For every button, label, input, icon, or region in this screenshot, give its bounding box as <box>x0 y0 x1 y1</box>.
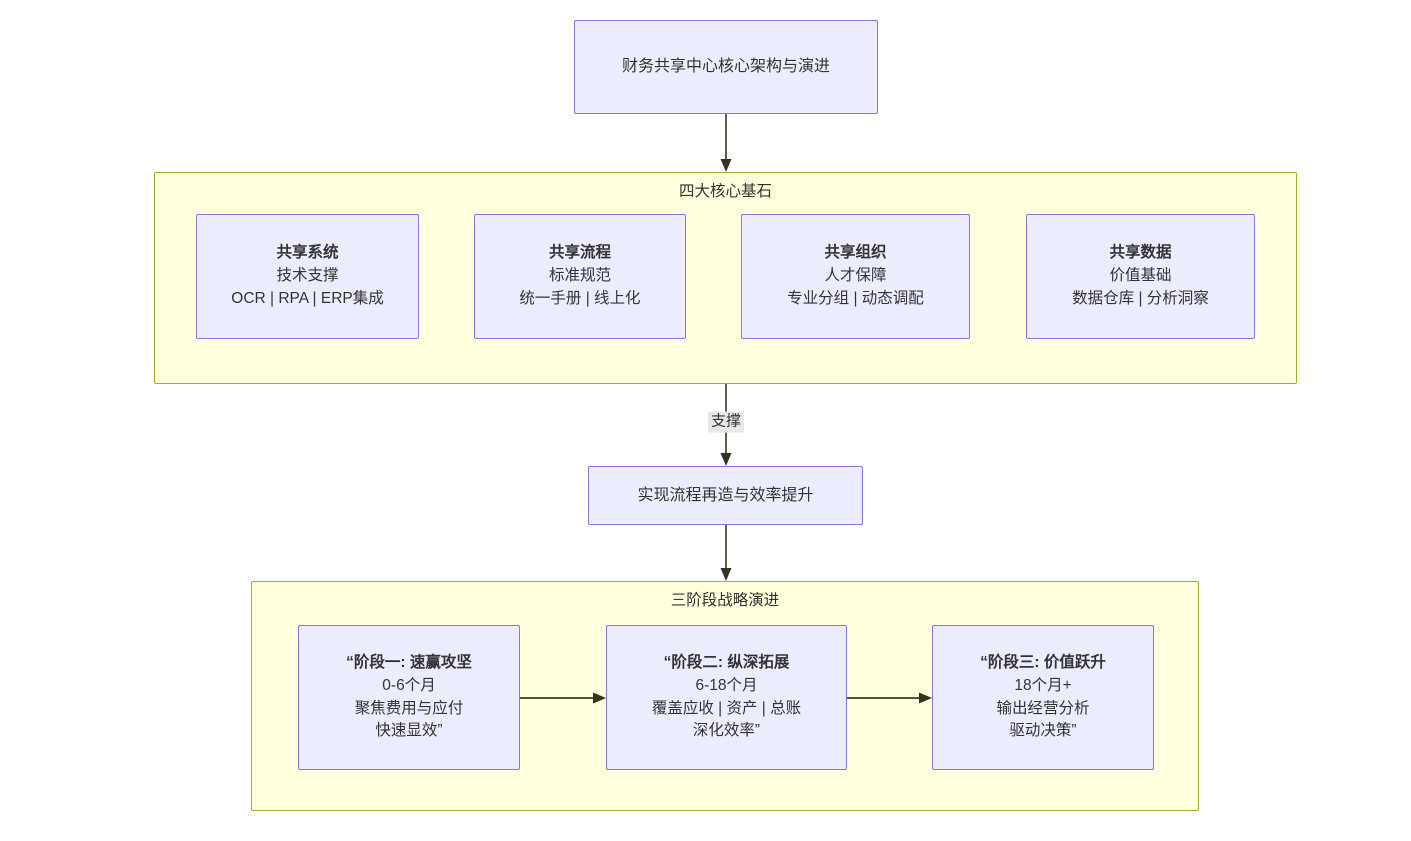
node-shared-organization-line3: 专业分组 | 动态调配 <box>787 289 924 307</box>
edge-middle-to-phases <box>720 525 732 581</box>
node-phase-two-line3: 覆盖应收 | 资产 | 总账 <box>651 699 802 717</box>
node-shared-process-line2: 标准规范 <box>548 267 611 285</box>
node-shared-data-line2: 价值基础 <box>1109 267 1172 285</box>
cluster-label-three-phase-evolution: 三阶段战略演进 <box>670 592 780 609</box>
node-diagram-title[interactable]: 财务共享中心核心架构与演进 <box>574 20 878 114</box>
node-shared-system[interactable]: 共享系统 技术支撑 OCR | RPA | ERP集成 <box>196 214 419 339</box>
node-phase-one-title: “阶段一: 速赢攻坚 <box>346 653 472 671</box>
node-phase-one-line3: 聚焦费用与应付 <box>354 699 464 717</box>
node-phase-three-line4: 驱动决策” <box>1009 722 1077 740</box>
node-phase-one-line2: 0-6个月 <box>382 676 436 694</box>
node-shared-data[interactable]: 共享数据 价值基础 数据仓库 | 分析洞察 <box>1026 214 1255 339</box>
node-shared-process[interactable]: 共享流程 标准规范 统一手册 | 线上化 <box>474 214 686 339</box>
node-shared-system-title: 共享系统 <box>276 244 339 262</box>
cluster-label-four-cornerstones: 四大核心基石 <box>678 183 772 200</box>
node-shared-process-title: 共享流程 <box>548 244 611 262</box>
node-process-reengineering-label: 实现流程再造与效率提升 <box>637 486 814 504</box>
edge-title-to-cornerstones <box>720 114 732 172</box>
node-phase-three-line2: 18个月+ <box>1014 676 1072 694</box>
node-phase-two[interactable]: “阶段二: 纵深拓展 6-18个月 覆盖应收 | 资产 | 总账 深化效率” <box>606 625 847 770</box>
node-shared-data-title: 共享数据 <box>1109 244 1172 262</box>
node-phase-one[interactable]: “阶段一: 速赢攻坚 0-6个月 聚焦费用与应付 快速显效” <box>298 625 520 770</box>
node-shared-system-line3: OCR | RPA | ERP集成 <box>231 289 384 307</box>
node-shared-organization-line2: 人才保障 <box>824 267 887 285</box>
node-shared-data-line3: 数据仓库 | 分析洞察 <box>1072 289 1209 307</box>
node-phase-three-line3: 输出经营分析 <box>996 699 1090 717</box>
node-phase-two-line4: 深化效率” <box>692 722 761 740</box>
node-phase-three-title: “阶段三: 价值跃升 <box>980 653 1106 671</box>
node-phase-two-line2: 6-18个月 <box>695 676 758 694</box>
edge-label-support: 支撑 <box>707 411 745 433</box>
node-shared-organization-title: 共享组织 <box>824 244 887 262</box>
node-phase-three[interactable]: “阶段三: 价值跃升 18个月+ 输出经营分析 驱动决策” <box>932 625 1154 770</box>
node-shared-system-line2: 技术支撑 <box>276 267 339 285</box>
node-shared-organization[interactable]: 共享组织 人才保障 专业分组 | 动态调配 <box>741 214 970 339</box>
node-shared-process-line3: 统一手册 | 线上化 <box>519 289 641 307</box>
node-phase-one-line4: 快速显效” <box>375 722 443 740</box>
node-process-reengineering[interactable]: 实现流程再造与效率提升 <box>588 466 863 525</box>
node-phase-two-title: “阶段二: 纵深拓展 <box>663 653 790 671</box>
node-diagram-title-label: 财务共享中心核心架构与演进 <box>621 58 830 76</box>
